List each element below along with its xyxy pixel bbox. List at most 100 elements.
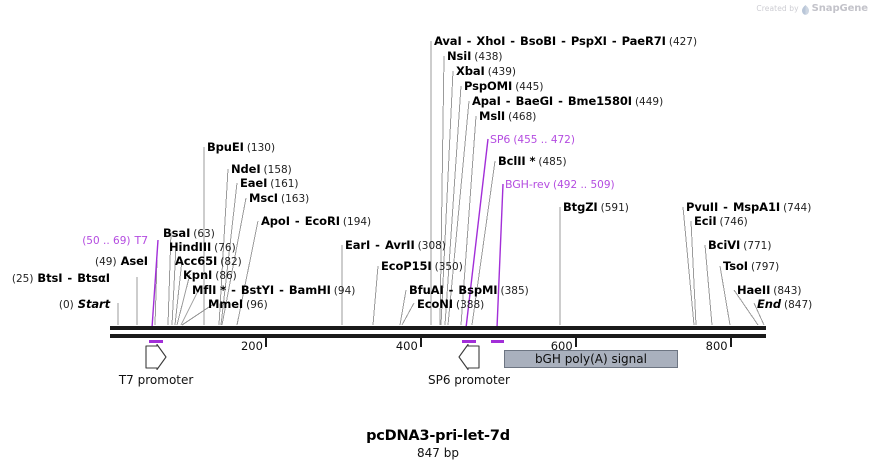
site-label-xbai[interactable]: XbaI(439) [456,65,516,79]
site-label-bghrev[interactable]: BGH-rev(492 .. 509) [505,178,615,192]
enzyme-name[interactable]: NdeI [231,162,261,176]
enzyme-name[interactable]: ApoI [261,214,290,228]
enzyme-name[interactable]: PaeR7I [621,34,666,48]
site-label-ndei[interactable]: NdeI(158) [231,163,292,177]
enzyme-name[interactable]: BpuEI [207,140,244,154]
enzyme-name[interactable]: TsoI [723,259,748,273]
site-label-eari[interactable]: EarI - AvrII(308) [345,239,446,253]
enzyme-name[interactable]: Bme1580I [567,94,632,108]
site-label-mmei[interactable]: MmeI(96) [208,298,268,312]
site-label-apoi[interactable]: ApoI - EcoRI(194) [261,215,371,229]
ruler-tick-400 [419,338,422,347]
enzyme-name[interactable]: BaeGI [515,94,554,108]
site-label-kpni[interactable]: KpnI(86) [183,269,237,283]
site-label-eaei[interactable]: EaeI(161) [240,177,299,191]
enzyme-name[interactable]: BamHI [288,283,331,297]
enzyme-name[interactable]: EcoP15I [381,259,432,273]
site-label-bpuei[interactable]: BpuEI(130) [207,141,275,155]
enzyme-name[interactable]: BciVI [708,238,741,252]
site-label-pspomi[interactable]: PspOMI(445) [464,80,543,94]
site-label-end[interactable]: End(847) [757,298,812,312]
enzyme-name[interactable]: BclII * [498,154,536,168]
enzyme-name[interactable]: MflI * [192,283,227,297]
site-label-nsii[interactable]: NsiI(438) [447,50,503,64]
site-label-bclii[interactable]: BclII *(485) [498,155,567,169]
enzyme-name[interactable]: MscI [249,191,278,205]
site-label-bsai[interactable]: BsaI(63) [163,227,215,241]
enzyme-name[interactable]: T7 [134,234,148,247]
site-label-haeii[interactable]: HaeII(843) [737,284,801,298]
enzyme-name[interactable]: PspOMI [464,79,513,93]
feature-arrow-t7-promoter[interactable] [144,344,168,370]
enzyme-name[interactable]: EaeI [240,176,268,190]
feature-box-bgh-polya[interactable]: bGH poly(A) signal [504,350,678,368]
enzyme-name[interactable]: ApaI [472,94,501,108]
site-label-asei[interactable]: (49)AseI [95,255,148,269]
enzyme-name[interactable]: SP6 [490,133,511,146]
enzyme-name[interactable]: EcoNI [417,297,453,311]
site-label-apai[interactable]: ApaI - BaeGI - Bme1580I(449) [472,95,663,109]
enzyme-name[interactable]: BsaI [163,226,191,240]
enzyme-name[interactable]: HaeII [737,283,771,297]
site-label-msci[interactable]: MscI(163) [249,192,309,206]
enzyme-separator: - [557,34,570,48]
ruler-label-600: 600 [550,339,573,353]
site-label-bfuai[interactable]: BfuAI - BspMI(385) [409,284,529,298]
feature-name-bgh-polya: bGH poly(A) signal [534,352,647,366]
enzyme-name[interactable]: NsiI [447,49,472,63]
primer-bar-t7-bar[interactable] [148,340,164,343]
enzyme-name[interactable]: BGH-rev [505,178,550,191]
site-position: (591) [600,202,629,214]
enzyme-name[interactable]: End [757,297,781,311]
enzyme-name[interactable]: PvuII [686,200,719,214]
site-label-btgzi[interactable]: BtgZI(591) [563,201,629,215]
site-label-tsoi[interactable]: TsoI(797) [723,260,779,274]
site-position: (82) [220,256,242,268]
ruler-label-400: 400 [395,339,418,353]
enzyme-name[interactable]: BtgZI [563,200,598,214]
enzyme-name[interactable]: XbaI [456,64,485,78]
enzyme-name[interactable]: BspMI [458,283,498,297]
enzyme-name[interactable]: AseI [120,254,149,268]
enzyme-name[interactable]: AvaI [434,34,462,48]
site-position: (0) [58,299,74,311]
enzyme-name[interactable]: AvrII [384,238,415,252]
site-label-ecop15i[interactable]: EcoP15I(350) [381,260,463,274]
enzyme-name[interactable]: EciI [694,214,717,228]
enzyme-separator: - [371,238,384,252]
feature-arrow-sp6-promoter[interactable] [457,344,481,370]
site-label-msli[interactable]: MslI(468) [479,110,536,124]
site-label-avai[interactable]: AvaI - XhoI - BsoBI - PspXI - PaeR7I(427… [434,35,697,49]
enzyme-name[interactable]: BstYI [240,283,275,297]
primer-bar-bghrev-bar[interactable] [491,340,505,343]
enzyme-name[interactable]: BfuAI [409,283,444,297]
site-label-t7[interactable]: (50 .. 69)T7 [82,234,148,248]
feature-name-t7-promoter: T7 promoter [118,373,194,387]
site-label-acc65i[interactable]: Acc65I(82) [175,255,242,269]
site-label-pvuii[interactable]: PvuII - MspA1I(744) [686,201,811,215]
site-position: (797) [750,261,780,273]
site-label-econi[interactable]: EcoNI(388) [417,298,484,312]
enzyme-name[interactable]: BsoBI [520,34,557,48]
site-label-ecii[interactable]: EciI(746) [694,215,748,229]
site-label-start[interactable]: (0)Start [59,298,110,312]
enzyme-name[interactable]: EarI [345,238,371,252]
enzyme-name[interactable]: MmeI [208,297,244,311]
enzyme-name[interactable]: XhoI [476,34,506,48]
enzyme-name[interactable]: BtsI [37,271,63,285]
site-label-hindiii[interactable]: HindIII(76) [169,241,236,255]
enzyme-name[interactable]: Start [77,297,110,311]
site-label-btsi[interactable]: (25)BtsI - BtsαI [12,272,110,286]
site-label-sp6[interactable]: SP6(455 .. 472) [490,133,575,147]
enzyme-name[interactable]: KpnI [183,268,213,282]
enzyme-name[interactable]: MspA1I [732,200,781,214]
enzyme-name[interactable]: Acc65I [175,254,218,268]
enzyme-name[interactable]: HindIII [169,240,212,254]
site-label-mfli[interactable]: MflI * - BstYI - BamHI(94) [192,284,355,298]
enzyme-name[interactable]: PspXI [570,34,607,48]
primer-bar-sp6-bar[interactable] [462,340,476,343]
enzyme-name[interactable]: EcoRI [304,214,340,228]
enzyme-name[interactable]: BtsαI [77,271,110,285]
enzyme-name[interactable]: MslI [479,109,506,123]
site-label-bcivi[interactable]: BciVI(771) [708,239,771,253]
